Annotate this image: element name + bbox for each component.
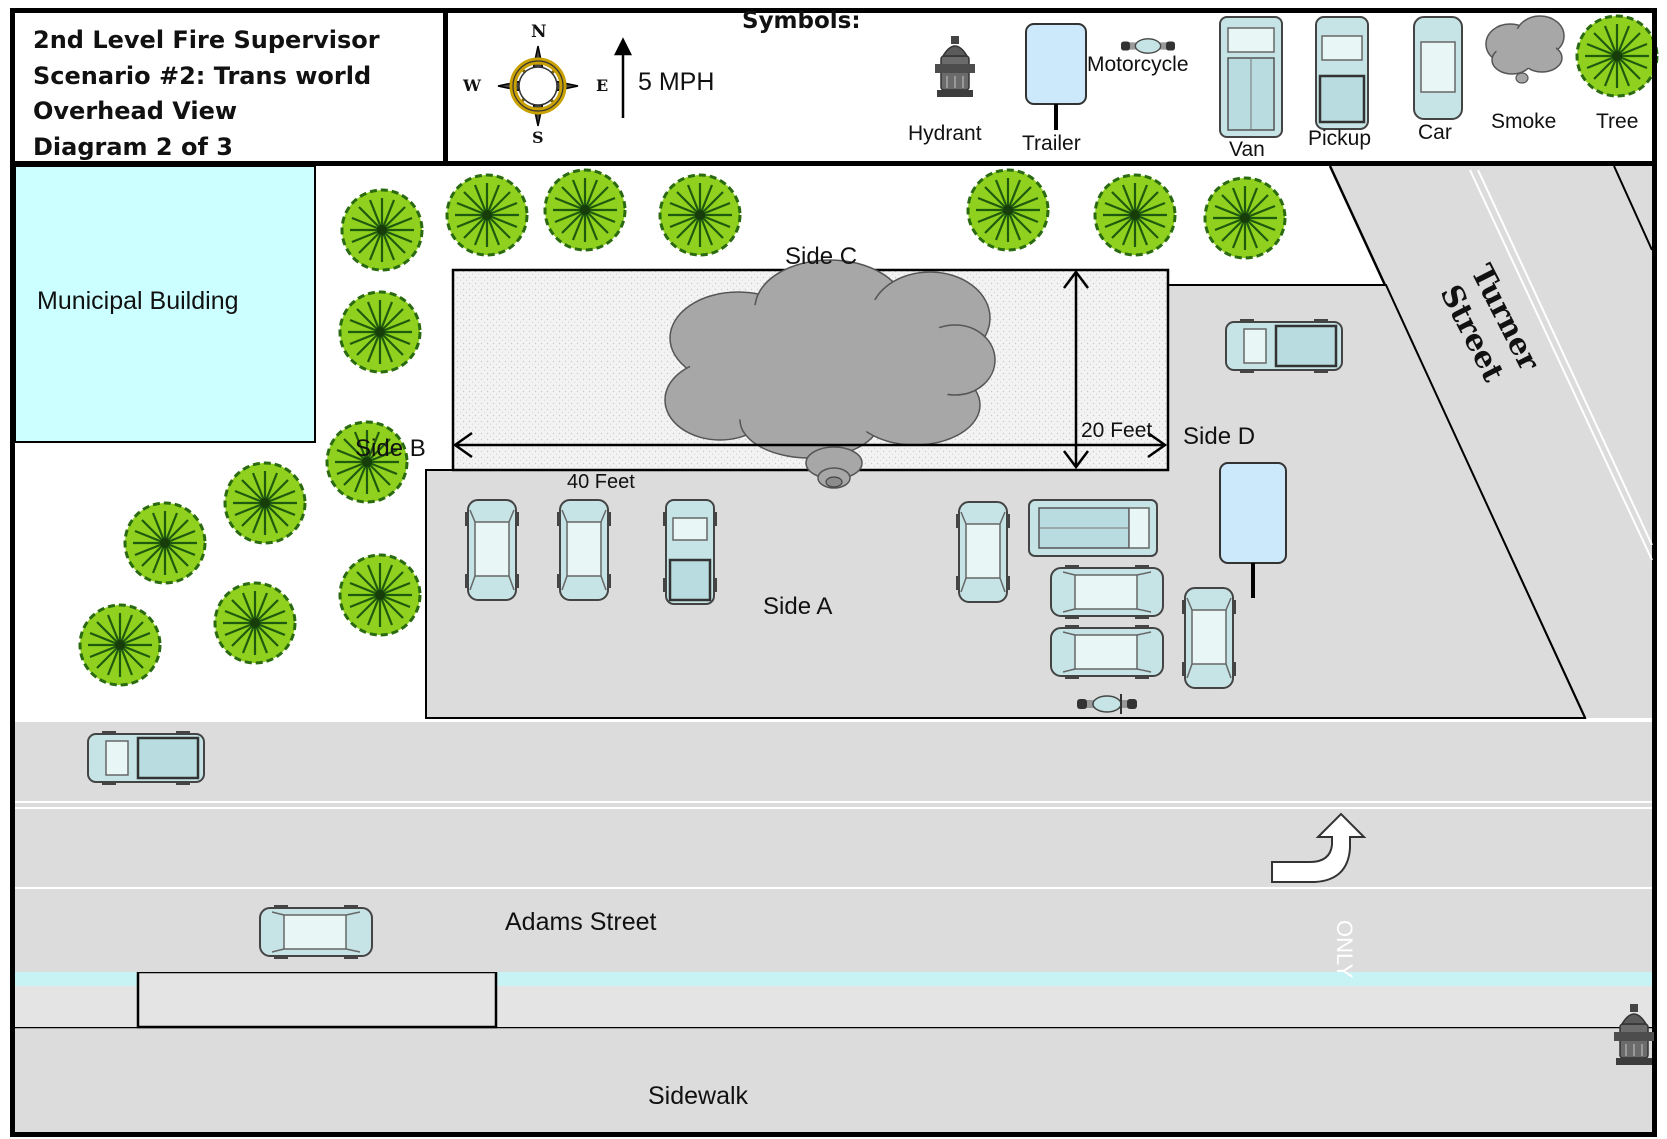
turn-arrow-marking [1271,812,1367,883]
street-pickup [86,729,206,787]
legend-car-label: Car [1418,121,1452,144]
municipal-building-shape [14,165,316,443]
legend-trailer-label: Trailer [1022,132,1081,155]
dimension-width-arrow [1063,269,1089,470]
dimension-width-label: 20 Feet [1081,419,1153,442]
title-line-2: Scenario #2: Trans world [33,61,372,90]
side-c-label: Side C [785,243,858,270]
side-b-label: Side B [355,435,426,462]
sidewalk-area [15,1027,1652,1132]
dimension-length-label: 40 Feet [567,471,635,493]
legend-motorcycle-label: Motorcycle [1087,53,1189,76]
legend-trailer-icon [1025,23,1087,130]
driveway-cut [136,970,498,1029]
legend-hydrant-label: Hydrant [908,122,982,145]
compass-w-label: W [463,76,481,95]
title-line-1: 2nd Level Fire Supervisor [33,26,380,54]
side-a-label: Side A [763,593,833,620]
street-car [259,904,373,960]
parked-van [1028,499,1158,557]
wind-speed-label: 5 MPH [638,68,715,96]
title-line-4: Diagram 2 of 3 [33,132,233,161]
parked-trailer [1219,462,1287,598]
legend-car-icon [1413,16,1463,120]
side-d-label: Side D [1183,423,1256,450]
smoke-cloud [664,259,996,489]
title-line-3: Overhead View [33,97,238,125]
adams-street-label: Adams Street [505,908,657,936]
legend-pickup-icon [1315,16,1369,130]
compass-s-label: S [532,128,544,147]
parked-pickup-2 [1224,317,1344,375]
dimension-length-arrow [452,431,1168,459]
sidewalk-label: Sidewalk [648,1082,749,1110]
parked-pickup-1 [661,498,719,606]
only-road-marking: ONLY [1332,920,1357,979]
legend-pickup-label: Pickup [1308,127,1372,150]
turner-street-road [1330,166,1652,718]
parked-car-6 [1181,587,1237,689]
parked-car-2 [556,499,612,601]
compass-e-label: E [596,76,609,95]
parked-car-5 [1050,624,1164,680]
scenario-title-block: 2nd Level Fire Supervisor Scenario #2: T… [10,8,448,166]
compass-rose [497,45,579,127]
legend-heading: Symbols: [742,8,861,34]
legend-van-icon [1219,16,1283,138]
legend-van-label: Van [1229,138,1265,161]
parked-car-1 [464,499,520,601]
legend-tree-label: Tree [1596,110,1639,133]
legend-smoke-label: Smoke [1491,110,1557,133]
wind-arrow [613,37,633,118]
legend-smoke-icon [1485,15,1565,84]
parked-car-4 [1050,564,1164,620]
municipal-building-label: Municipal Building [37,287,239,315]
legend-motorcycle-icon [1121,38,1175,54]
compass-n-label: N [531,22,547,42]
parked-car-3 [955,501,1011,603]
symbols-legend [443,8,1657,166]
